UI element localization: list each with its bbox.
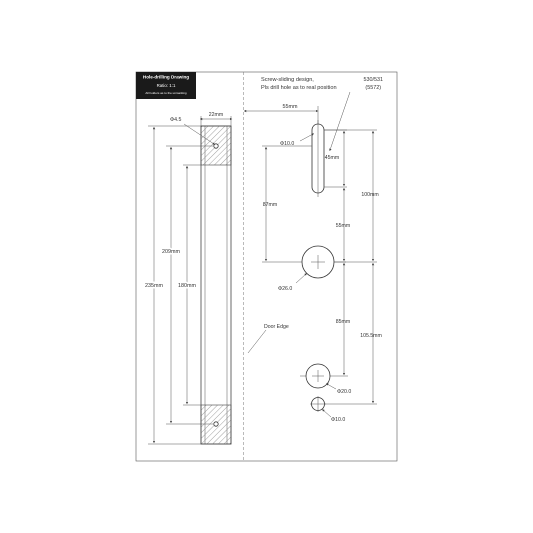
plate-screw-hole-top bbox=[213, 143, 219, 149]
dim-85-label: 85mm bbox=[336, 319, 350, 325]
dim-22-label: 22mm bbox=[209, 112, 223, 118]
door-edge-label: Door Edge bbox=[264, 324, 289, 330]
dim-235-label: 235mm bbox=[145, 283, 163, 289]
model-number-line2: (5572) bbox=[365, 85, 381, 91]
dim-phi-4-5-label: Φ4.5 bbox=[170, 117, 181, 123]
dim-phi-10-top-label: Φ10.0 bbox=[280, 141, 294, 147]
design-note-line1: Screw-sliding design, bbox=[261, 77, 314, 83]
dim-180-label: 180mm bbox=[178, 283, 196, 289]
dim-55-mid-label: 55mm bbox=[336, 223, 350, 229]
dim-phi-20-label: Φ20.0 bbox=[337, 389, 351, 395]
title-block: Hole-drilling Drawing Ratio: 1:1 All hol… bbox=[136, 72, 196, 99]
dim-phi-4-5-leader bbox=[183, 123, 216, 145]
dim-87-label: 87mm bbox=[263, 202, 277, 208]
dim-105-5-label: 105.5mm bbox=[360, 333, 382, 339]
dim-phi-20-leader bbox=[325, 383, 337, 390]
ratio-text: Ratio: 1:1 bbox=[157, 83, 176, 88]
dim-phi-10-bottom-leader bbox=[322, 409, 332, 418]
plate-outline bbox=[200, 125, 232, 445]
dim-phi-26-label: Φ26.0 bbox=[278, 286, 292, 292]
strike-plate-profile bbox=[200, 125, 232, 445]
title-text: Hole-drilling Drawing bbox=[143, 75, 189, 80]
header-note: All holders as to the unmarking bbox=[145, 91, 187, 95]
design-note-pointer bbox=[329, 91, 351, 152]
dim-phi-10-bottom-label: Φ10.0 bbox=[331, 417, 345, 423]
drawing-frame bbox=[135, 71, 398, 462]
door-edge-pointer bbox=[247, 329, 267, 354]
title-block-background bbox=[136, 72, 196, 99]
dim-phi-10-top-leader bbox=[299, 133, 315, 142]
dim-100-label: 100mm bbox=[361, 192, 378, 198]
design-note-line2: Pls drill hole as to real position bbox=[261, 85, 337, 91]
dim-55-top-label: 55mm bbox=[283, 104, 298, 110]
model-number-line1: 530/531 bbox=[364, 77, 384, 83]
dim-45-label: 45mm bbox=[325, 155, 339, 161]
dim-209-label: 209mm bbox=[162, 249, 180, 255]
plate-screw-hole-bottom bbox=[213, 421, 219, 427]
dim-phi-26-leader bbox=[295, 273, 307, 284]
